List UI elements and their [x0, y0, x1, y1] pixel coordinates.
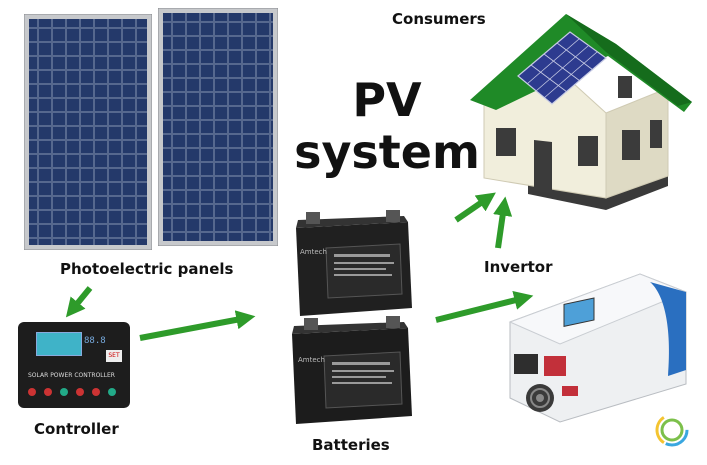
solar-panel-left — [24, 14, 152, 250]
arrow-panels-to-controller — [65, 286, 93, 318]
arrow-invertor-to-house-1 — [454, 192, 496, 223]
battery-top-brand: Amtech — [300, 248, 327, 256]
logo-icon — [655, 413, 689, 447]
label-panels: Photoelectric panels — [60, 260, 234, 278]
arrow-controller-to-batteries — [139, 310, 256, 341]
label-consumers: Consumers — [392, 10, 486, 28]
label-controller: Controller — [34, 420, 119, 438]
label-invertor: Invertor — [484, 258, 553, 276]
battery-top: Amtech — [296, 210, 412, 316]
diagram-title: PV system — [292, 74, 482, 178]
invertor-device — [508, 273, 688, 423]
controller-screen — [36, 332, 82, 356]
arrow-batteries-to-invertor — [435, 291, 534, 323]
label-batteries: Batteries — [312, 436, 390, 454]
title-line-2: system — [294, 125, 480, 179]
title-line-1: PV — [352, 73, 422, 127]
house-illustration — [470, 14, 692, 210]
arrow-invertor-to-house-2 — [493, 196, 513, 249]
battery-bottom-brand: Amtech — [298, 356, 325, 364]
solar-panel-right — [158, 8, 278, 246]
controller-terminals — [28, 386, 120, 398]
controller-title: SOLAR POWER CONTROLLER — [28, 372, 115, 379]
controller-device: 88.8 SET SOLAR POWER CONTROLLER — [18, 322, 130, 408]
battery-bottom: Amtech — [292, 316, 412, 424]
controller-set-button: SET — [106, 350, 122, 362]
controller-screen-reading: 88.8 — [84, 336, 106, 346]
